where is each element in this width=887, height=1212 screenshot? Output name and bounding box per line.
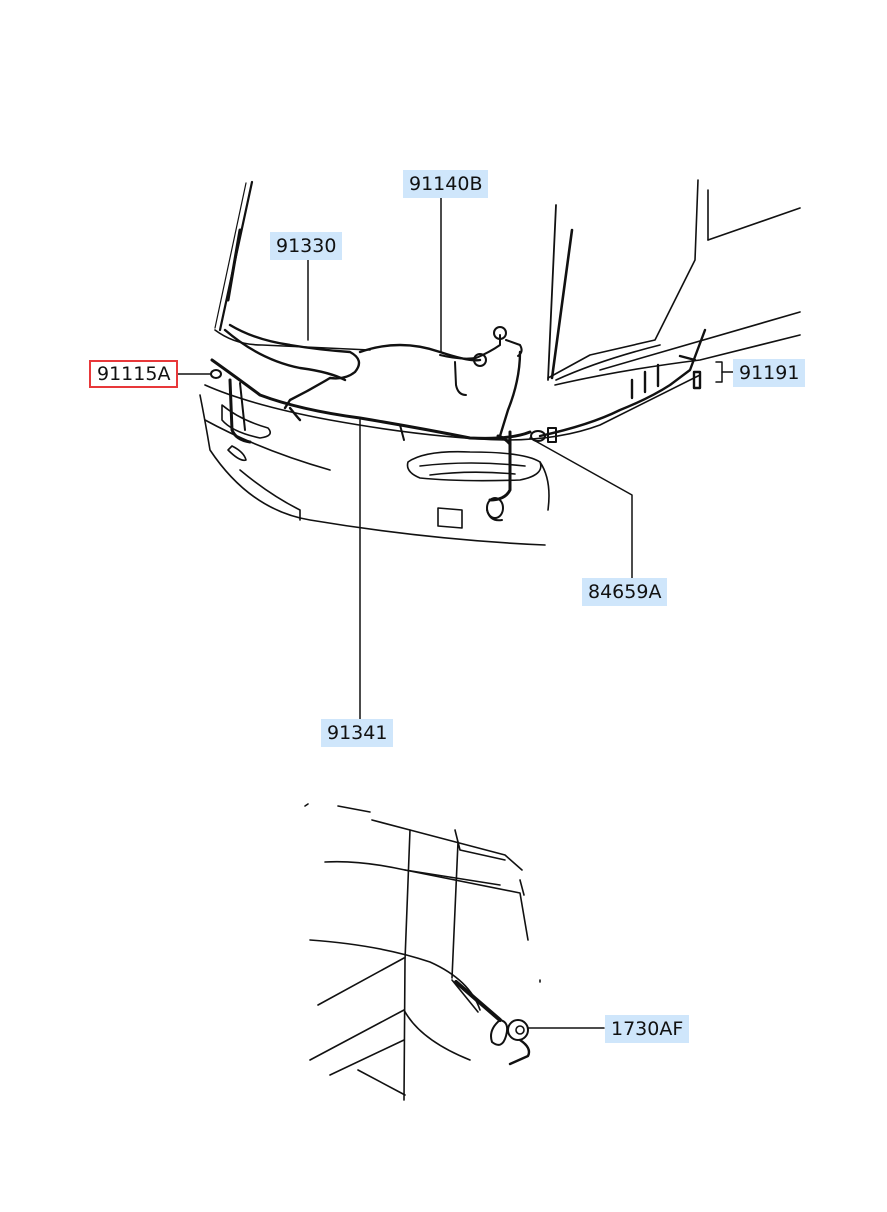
main-harness-wire [210, 358, 532, 502]
connector-91115A [210, 369, 222, 379]
part-label-1730AF[interactable]: 1730AF [605, 1015, 690, 1043]
side-harness-wire [538, 328, 707, 438]
grommet-84659A [486, 427, 557, 522]
leader-lines-upper [164, 195, 736, 721]
grommet-1730AF [454, 980, 531, 1066]
part-label-91330[interactable]: 91330 [270, 232, 343, 260]
part-label-91140B[interactable]: 91140B [403, 170, 489, 198]
tailgate-connector-branch [439, 326, 523, 438]
part-label-84659A[interactable]: 84659A [582, 578, 668, 606]
part-label-91341[interactable]: 91341 [321, 719, 394, 747]
part-label-91191[interactable]: 91191 [733, 359, 806, 387]
part-label-91115A[interactable]: 91115A [89, 360, 179, 388]
tailgate-harness-wire [223, 323, 482, 422]
vehicle-interior-corner [304, 803, 541, 1101]
vehicle-rear-body [199, 179, 801, 546]
